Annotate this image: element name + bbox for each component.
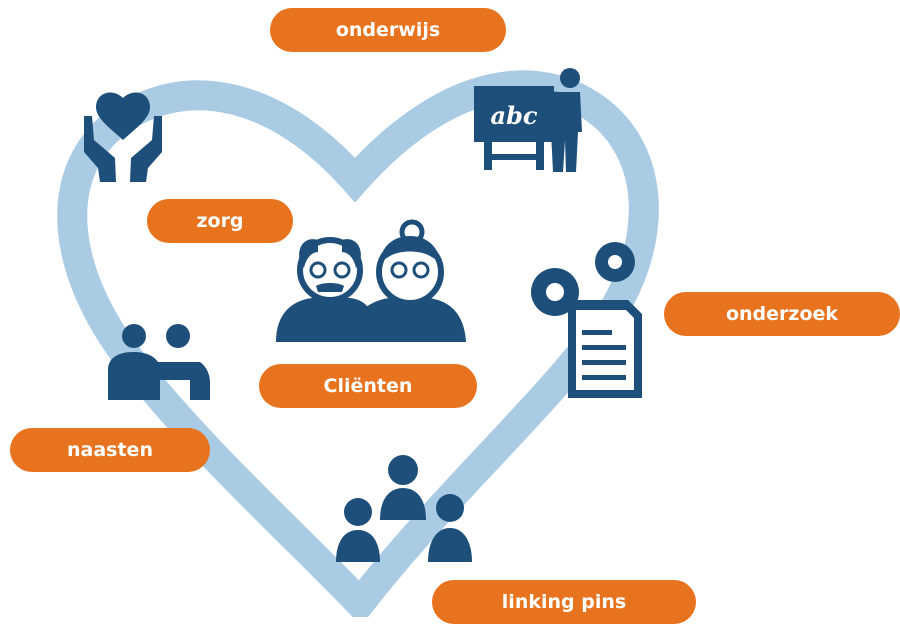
two-people-embrace-icon	[108, 324, 210, 400]
label-naasten: naasten	[10, 428, 210, 472]
teacher-blackboard-icon: abc	[474, 68, 582, 172]
label-zorg: zorg	[147, 199, 293, 243]
label-onderzoek: onderzoek	[664, 292, 900, 336]
label-clienten: Cliënten	[259, 364, 477, 408]
label-linking-pins: linking pins	[432, 580, 696, 624]
elderly-couple-icon	[276, 219, 466, 342]
blackboard-text: abc	[491, 101, 538, 130]
gears-document-icon	[531, 242, 642, 398]
hands-heart-icon	[84, 92, 162, 182]
label-onderwijs: onderwijs	[270, 8, 506, 52]
group-three-people-icon	[336, 455, 472, 562]
